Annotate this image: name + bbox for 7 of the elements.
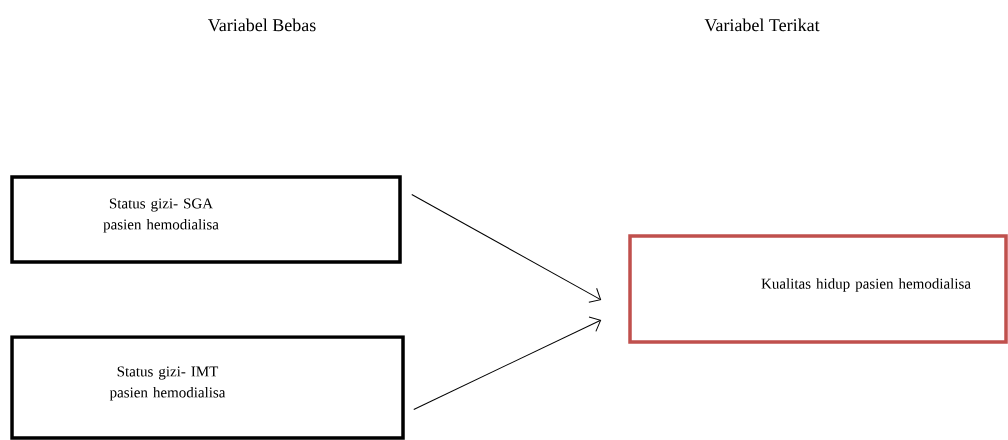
column-heading: Variabel Bebas [208,18,316,32]
column-heading: Variabel Terikat [704,18,820,32]
process-box: Kualitas hidup pasien hemodialisa [628,234,1008,344]
process-box: Status gizi- SGA pasien hemodialisa [10,175,402,264]
arrow [413,316,602,410]
arrow [411,194,602,303]
process-box: Status gizi- IMT pasien hemodialisa [10,335,405,440]
